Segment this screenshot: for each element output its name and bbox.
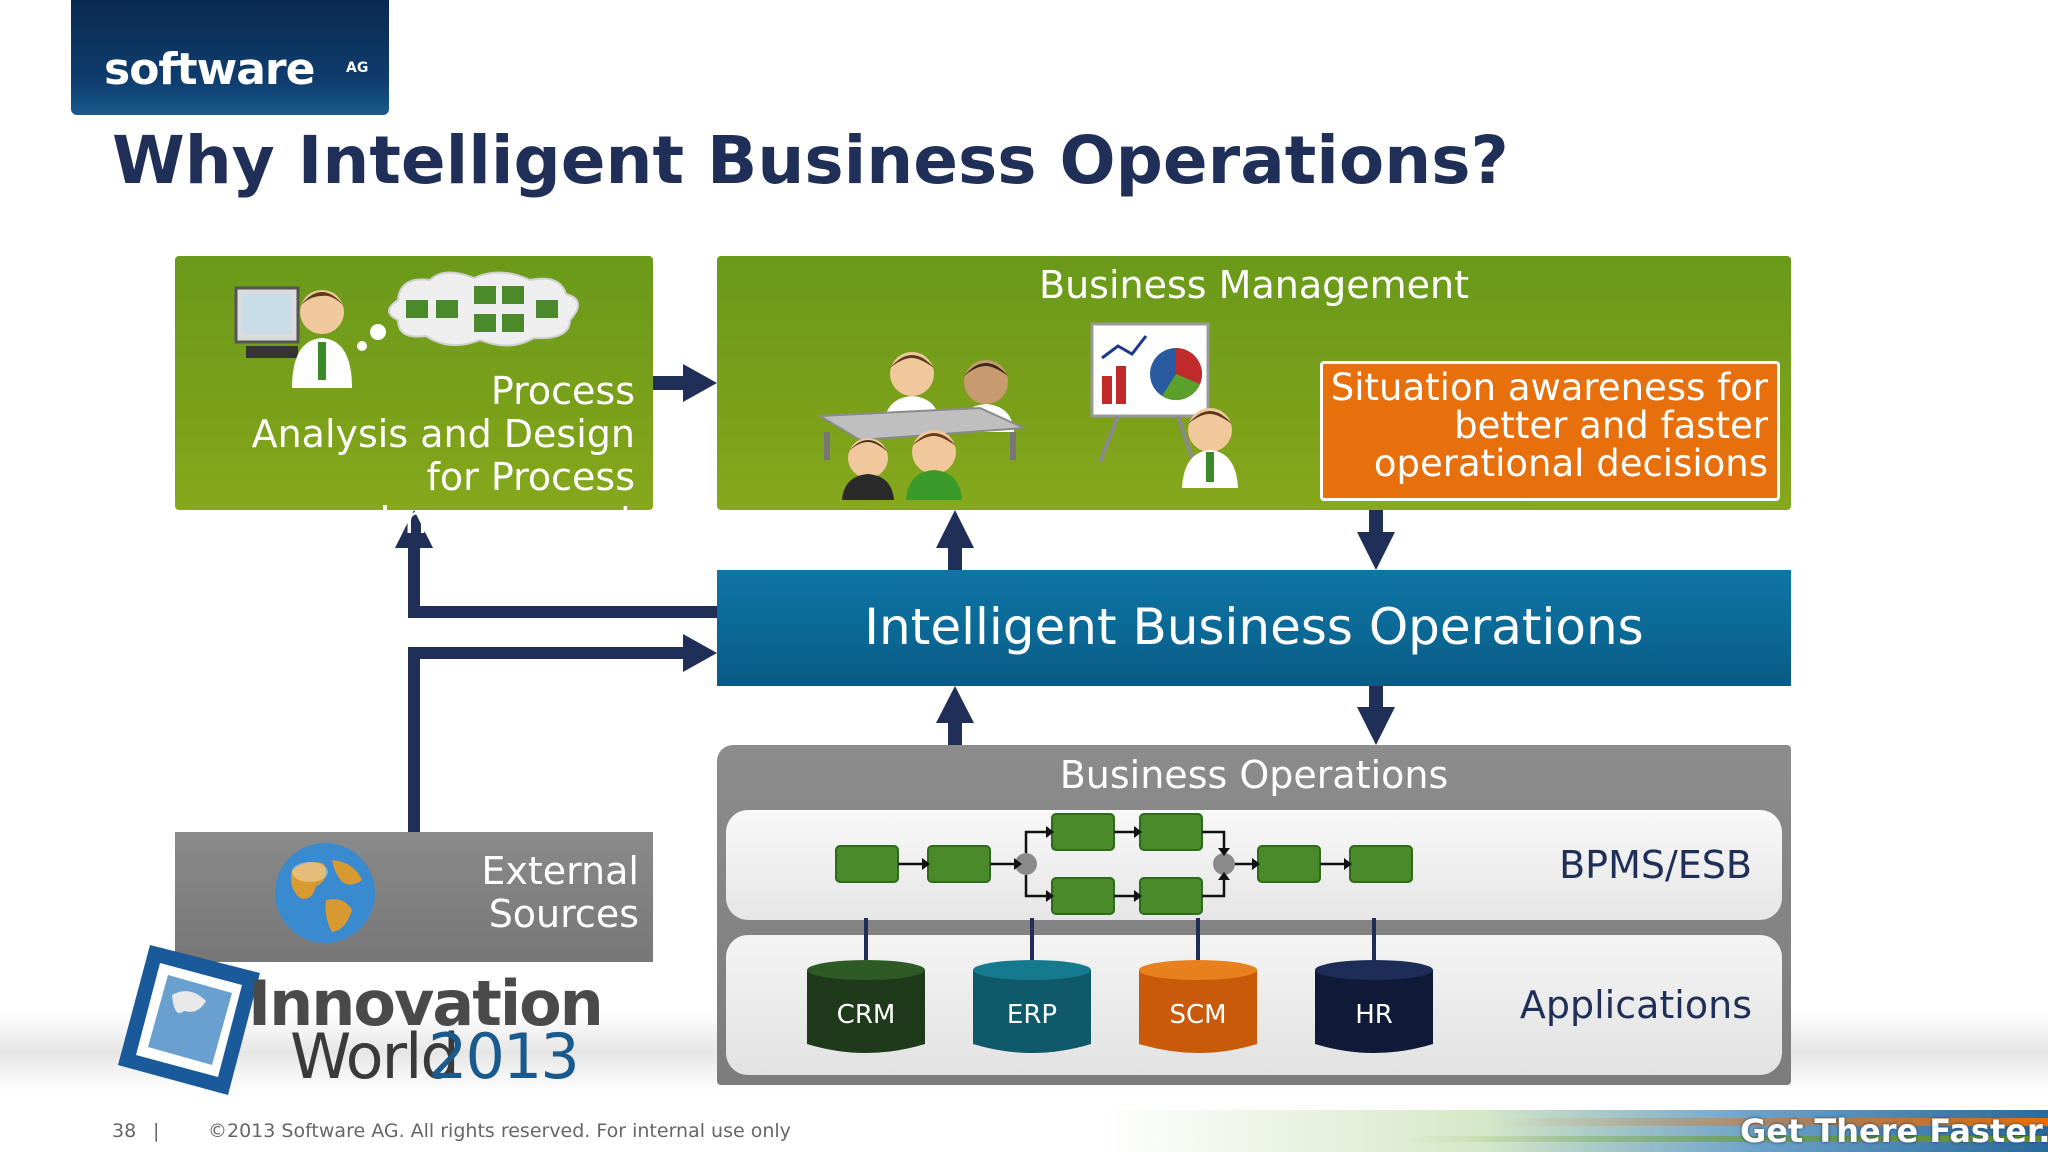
gateway-split — [1015, 853, 1037, 875]
page-number: 38 — [112, 1120, 137, 1142]
event-name-line-2: World — [290, 1020, 460, 1093]
connector-ibo-to-process-h — [408, 606, 717, 618]
external-sources-label: External Sources — [175, 850, 639, 936]
analyst-head-icon — [300, 290, 344, 334]
tagline: Get There Faster.™ — [1740, 1112, 2048, 1150]
callout-line-2: better and faster — [1454, 404, 1768, 447]
hr-database-icon — [1315, 960, 1433, 1053]
scm-database-icon — [1139, 960, 1257, 1053]
connector-external-to-ibo-h — [408, 647, 683, 659]
arrow-ibo-to-bm-shaft — [948, 545, 962, 570]
software-ag-logo: software — [104, 44, 315, 95]
crm-database-icon — [807, 960, 925, 1053]
arrow-ibo-to-bo-shaft — [1369, 686, 1383, 711]
external-line-2: Sources — [488, 892, 639, 936]
presenter-icon — [1188, 408, 1232, 452]
footer-orange-stripe — [1500, 1118, 2048, 1126]
globe-icon — [275, 843, 375, 943]
erp-label: ERP — [1006, 1000, 1058, 1030]
applications-label: Applications — [1519, 983, 1752, 1027]
footer-green-stripe — [1400, 1136, 2048, 1142]
arrow-ibo-to-bm-head — [936, 510, 974, 548]
bpms-esb-label: BPMS/ESB — [1559, 843, 1752, 887]
intelligent-business-operations-label: Intelligent Business Operations — [864, 598, 1644, 656]
external-sources-box — [175, 832, 653, 962]
arrow-bm-to-ibo-shaft — [1369, 510, 1383, 535]
arrow-process-to-bm-shaft — [653, 376, 683, 390]
scm-label: SCM — [1169, 1000, 1227, 1030]
process-analyst-illustration — [234, 271, 579, 388]
footer-separator: | — [153, 1120, 160, 1142]
meeting-illustration — [816, 352, 1025, 500]
intelligent-business-operations-box — [717, 570, 1791, 686]
process-line-1: Process — [490, 369, 635, 413]
person-icon — [890, 352, 934, 396]
arrow-ibo-to-process-head — [395, 510, 433, 548]
connector-external-to-ibo-v — [408, 647, 420, 832]
process-analysis-label: Process Analysis and Design for Process … — [175, 370, 635, 542]
bpms-process-flow — [835, 813, 1413, 915]
business-management-title: Business Management — [1039, 263, 1469, 307]
gateway-join — [1213, 853, 1235, 875]
callout-line-1: Situation awareness for — [1330, 366, 1768, 409]
situation-awareness-label: Situation awareness for better and faste… — [1326, 369, 1768, 483]
connector-ibo-to-process-v — [408, 545, 420, 618]
external-line-1: External — [481, 849, 639, 893]
footer-color-stripe — [1100, 1110, 2048, 1152]
arrow-process-to-bm-head — [683, 364, 717, 402]
arrow-external-to-ibo-head — [683, 634, 717, 672]
meeting-table-icon — [816, 406, 1025, 442]
person-icon — [964, 360, 1008, 404]
presentation-illustration — [1090, 322, 1238, 488]
page-title: Why Intelligent Business Operations? — [112, 122, 1509, 199]
event-name-line-1: Innovation — [248, 967, 604, 1040]
situation-awareness-callout — [1320, 361, 1780, 501]
copyright-notice: ©2013 Software AG. All rights reserved. … — [208, 1120, 791, 1142]
process-line-3: for Process Improvement — [379, 455, 635, 542]
hr-label: HR — [1355, 1000, 1393, 1030]
keyboard-icon — [246, 346, 298, 358]
crm-label: CRM — [836, 1000, 896, 1030]
business-operations-title: Business Operations — [1059, 753, 1449, 797]
arrow-ibo-to-bo-head — [1357, 707, 1395, 745]
logo-suffix: AG — [346, 60, 369, 76]
process-line-2: Analysis and Design — [251, 412, 635, 456]
innovation-world-logo-icon — [118, 945, 260, 1095]
erp-database-icon — [973, 960, 1091, 1053]
thought-cloud-icon — [388, 271, 579, 347]
person-icon — [848, 438, 888, 478]
logo-tab — [71, 0, 389, 115]
event-year: 2013 — [428, 1020, 580, 1093]
arrow-bo-to-ibo-shaft — [948, 720, 962, 745]
monitor-screen — [242, 294, 292, 334]
callout-line-3: operational decisions — [1373, 442, 1768, 485]
arrow-bo-to-ibo-head — [936, 686, 974, 723]
flow-arrows — [898, 830, 1344, 898]
person-icon — [912, 430, 956, 474]
arrow-bm-to-ibo-head — [1357, 532, 1395, 570]
cloud-process-flow-icon — [406, 286, 558, 332]
